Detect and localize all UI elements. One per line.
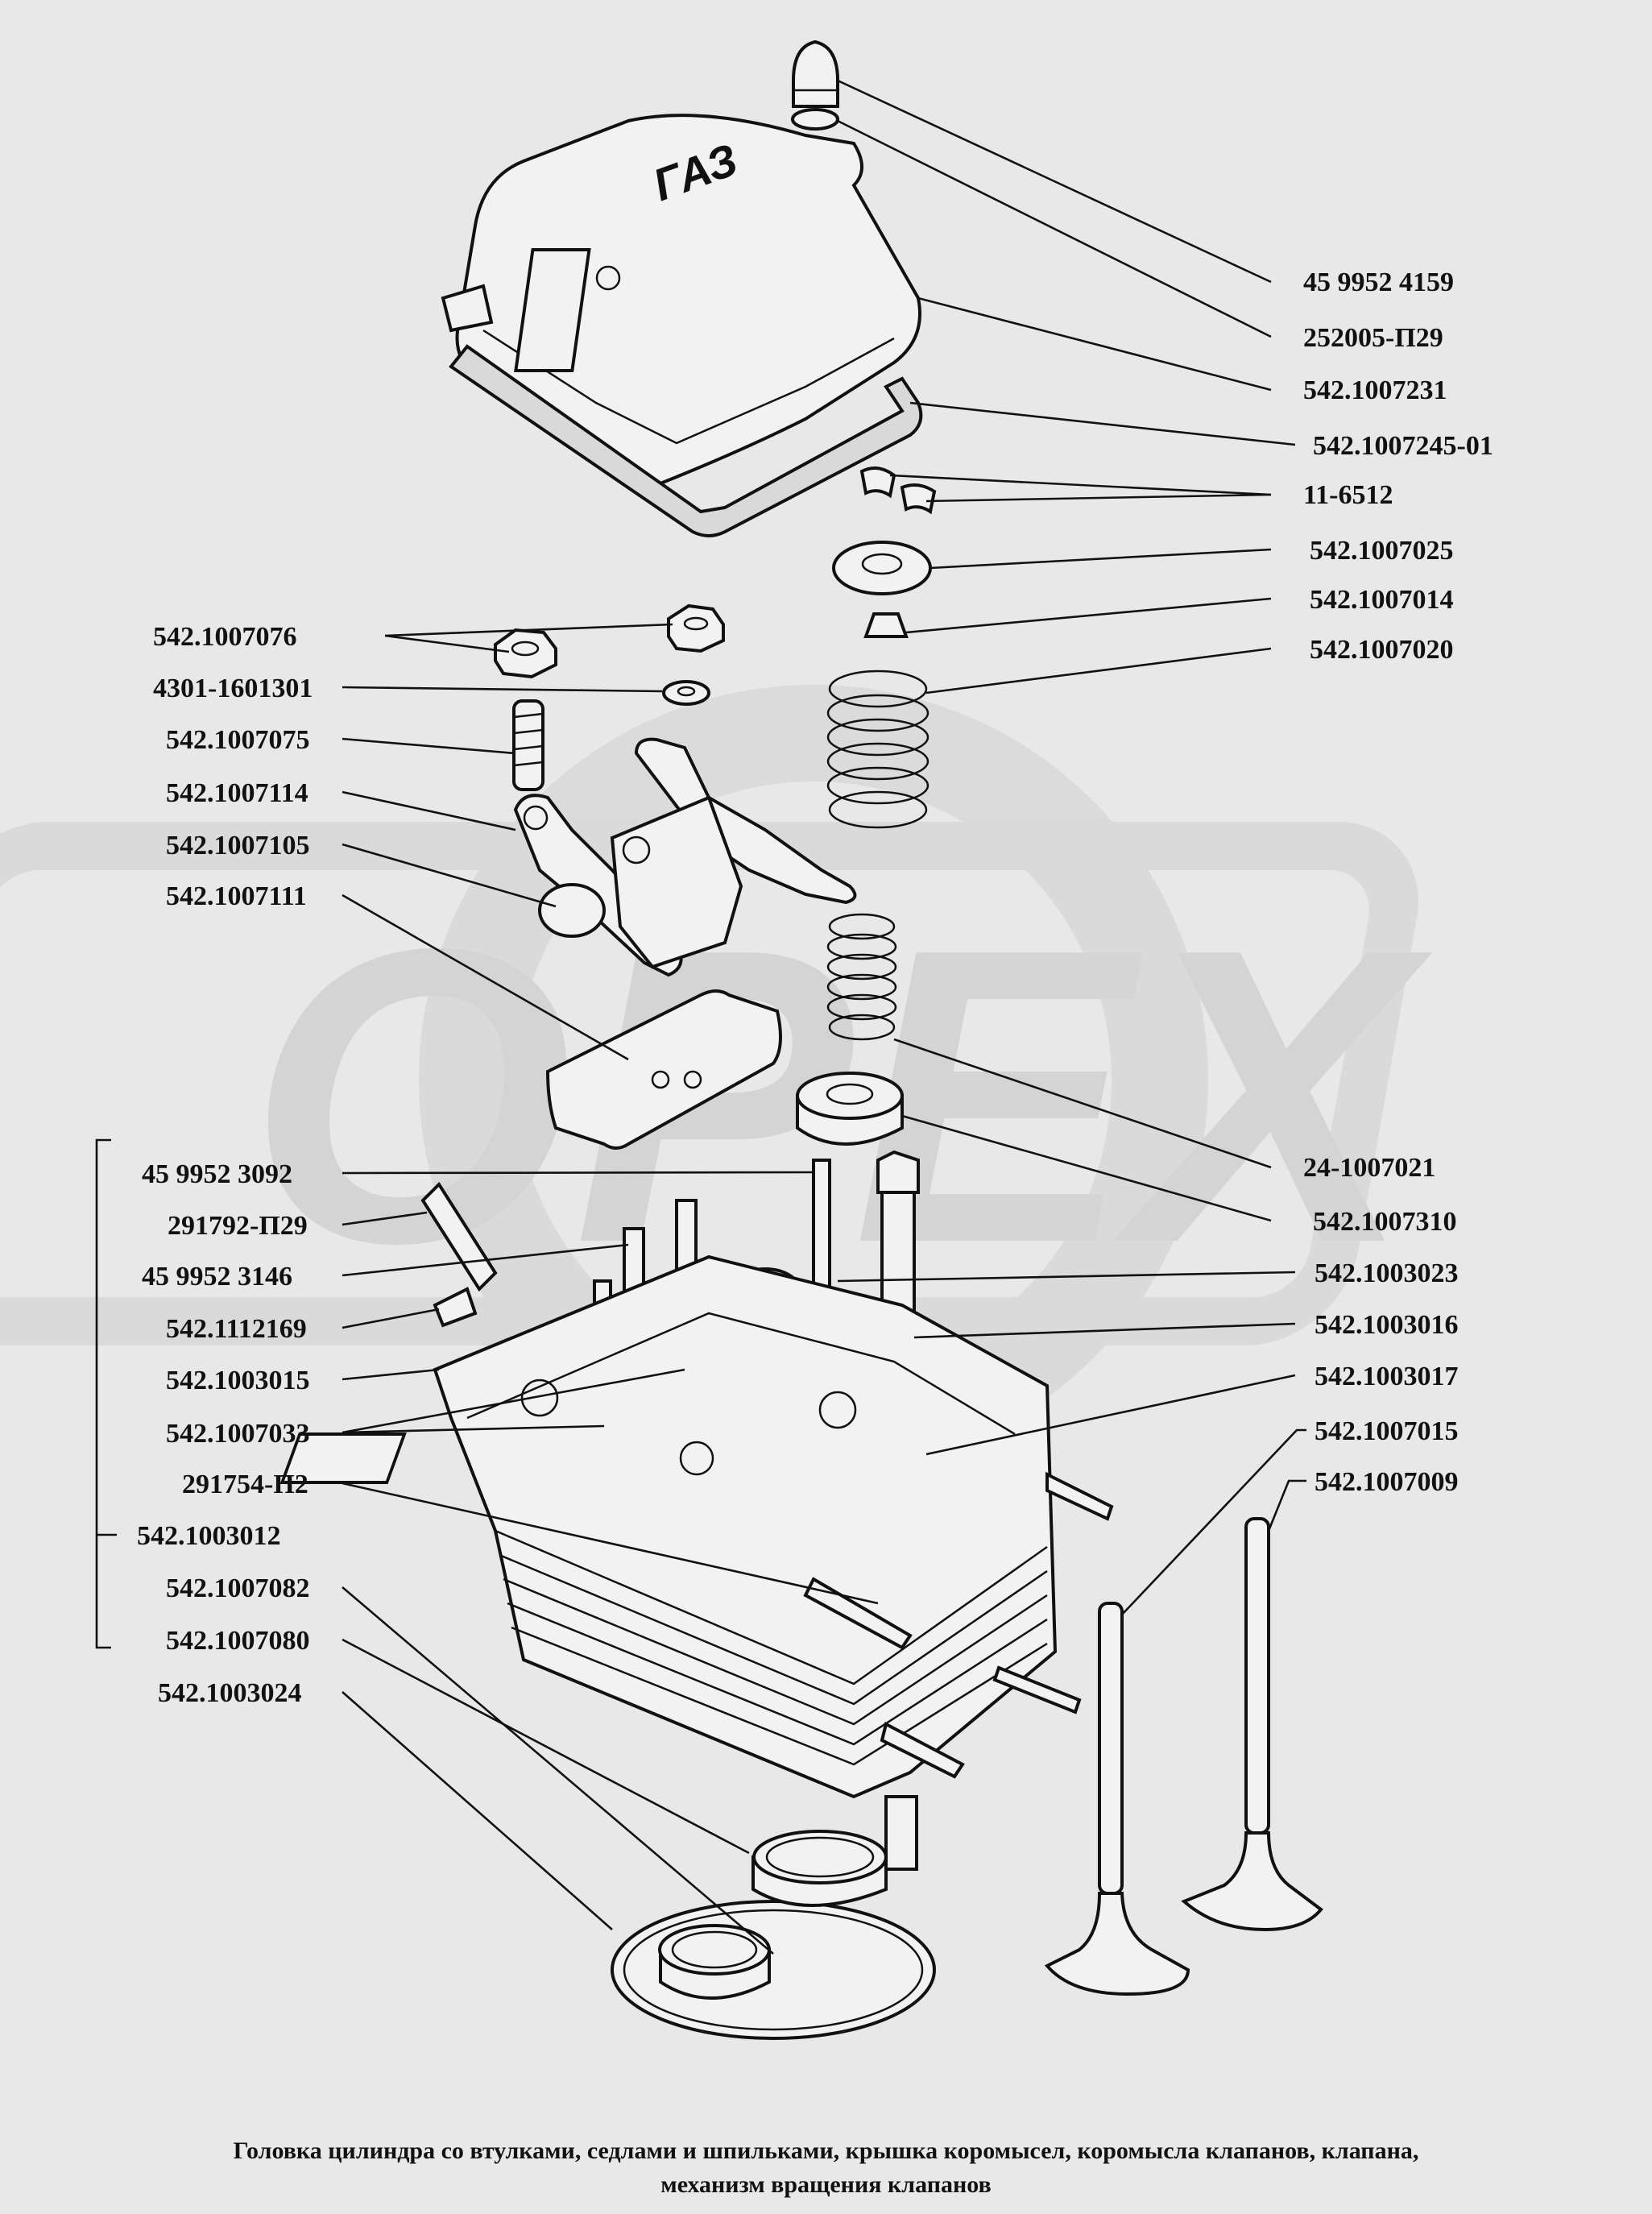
exhaust-valve xyxy=(1044,1602,1190,1996)
leader-lines xyxy=(837,79,1306,1616)
part-label: 291792-П29 xyxy=(168,1211,308,1241)
part-labels: 45 9952 4159 252005-П29 542.1007231 542.… xyxy=(137,267,1493,1708)
valve-cover: ГАЗ xyxy=(441,114,921,486)
part-label: 542.1112169 xyxy=(166,1314,307,1344)
part-label: 542.1007014 xyxy=(1310,585,1454,615)
part-label: 252005-П29 xyxy=(1303,323,1443,353)
part-label: 542.1003015 xyxy=(166,1366,310,1395)
part-label: 542.1007075 xyxy=(166,725,310,755)
valve-cap xyxy=(863,612,909,638)
part-label: 24-1007021 xyxy=(1303,1153,1435,1183)
part-label: 542.1003012 xyxy=(137,1521,281,1551)
part-label: 542.1007080 xyxy=(166,1626,310,1656)
cover-gasket xyxy=(449,344,923,537)
acorn-nut xyxy=(792,39,839,108)
rocker-bracket xyxy=(545,989,782,1150)
part-label: 542.1007105 xyxy=(166,831,310,860)
stud-1 xyxy=(420,1181,498,1328)
part-label: 542.1007033 xyxy=(166,1419,310,1449)
part-label: 45 9952 4159 xyxy=(1303,267,1454,297)
spring-plate xyxy=(832,541,932,595)
part-label: 542.1007076 xyxy=(153,622,297,652)
intake-valve xyxy=(1181,1517,1323,1932)
part-label: 542.1007231 xyxy=(1303,375,1447,405)
part-label: 542.1003024 xyxy=(158,1678,302,1708)
part-label: 4301-1601301 xyxy=(153,674,313,703)
part-label: 542.1003023 xyxy=(1315,1258,1459,1288)
inner-spring xyxy=(826,913,897,1041)
caption-line-2: механизм вращения клапанов xyxy=(660,2171,992,2198)
group-bracket xyxy=(95,1138,111,1649)
part-label: 542.1007082 xyxy=(166,1573,310,1603)
part-label: 542.1007310 xyxy=(1313,1207,1457,1237)
cylinder-head xyxy=(279,1254,1114,1871)
part-label: 542.1007114 xyxy=(166,778,308,808)
part-label: 11-6512 xyxy=(1303,480,1393,510)
washer xyxy=(791,108,839,131)
part-label: 542.1003016 xyxy=(1315,1310,1459,1340)
nut-1 xyxy=(494,628,557,679)
part-label: 542.1007015 xyxy=(1315,1416,1459,1446)
valve-keeper-2 xyxy=(900,483,937,515)
part-label: 542.1007111 xyxy=(166,881,307,911)
washer-2 xyxy=(662,680,710,706)
valve-seat-1 xyxy=(658,1924,771,2000)
part-label: 542.1003017 xyxy=(1315,1362,1459,1391)
part-label: 542.1007025 xyxy=(1310,536,1454,566)
part-label: 542.1007009 xyxy=(1315,1467,1459,1497)
part-label: 291754-П2 xyxy=(182,1470,308,1499)
part-label: 542.1007020 xyxy=(1310,635,1454,665)
part-label: 45 9952 3146 xyxy=(142,1262,292,1292)
part-label: 542.1007245-01 xyxy=(1313,431,1493,461)
part-label: 45 9952 3092 xyxy=(142,1159,292,1189)
caption-line-1: Головка цилиндра со втулками, седлами и … xyxy=(233,2137,1419,2164)
nut-2 xyxy=(667,603,725,653)
rocker-arms xyxy=(513,737,857,977)
outer-spring xyxy=(826,670,930,829)
leader-lines-left xyxy=(342,623,879,1955)
stud-2 xyxy=(812,1159,831,1291)
valve-seat-2 xyxy=(751,1830,888,1907)
valve-rotator xyxy=(796,1072,904,1146)
adjusting-screw xyxy=(512,699,544,791)
valve-keeper-1 xyxy=(859,466,896,499)
